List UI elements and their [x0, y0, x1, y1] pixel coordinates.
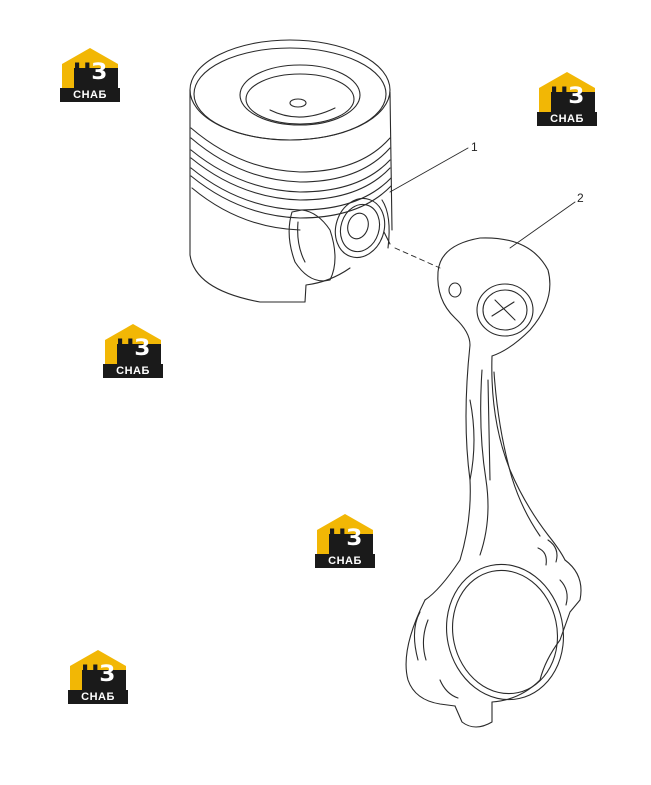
logo-letter-main: Н — [549, 84, 569, 109]
logo-letter-accent: З — [134, 336, 151, 361]
logo-letter-main: Н — [80, 662, 100, 687]
logo-caption: СНАБ — [103, 364, 163, 378]
watermark-logo: НЗ СНАБ — [68, 648, 130, 704]
logo-letter-accent: З — [99, 662, 116, 687]
logo-letter-main: Н — [327, 526, 347, 551]
watermark-logo: НЗ СНАБ — [60, 46, 122, 102]
logo-caption: СНАБ — [68, 690, 128, 704]
callout-1: 1 — [471, 140, 478, 154]
logo-letter-main: Н — [72, 60, 92, 85]
watermark-logo: НЗ СНАБ — [315, 512, 377, 568]
logo-caption: СНАБ — [537, 112, 597, 126]
connecting-rod — [405, 237, 582, 728]
logo-letter-accent: З — [346, 526, 363, 551]
logo-caption: СНАБ — [315, 554, 375, 568]
piston — [189, 39, 393, 303]
logo-letter-accent: З — [91, 60, 108, 85]
watermark-logo: НЗ СНАБ — [537, 70, 599, 126]
logo-letter-main: Н — [115, 336, 135, 361]
logo-caption: СНАБ — [60, 88, 120, 102]
callout-2: 2 — [577, 191, 584, 205]
watermark-logo: НЗ СНАБ — [103, 322, 165, 378]
logo-letter-accent: З — [568, 84, 585, 109]
